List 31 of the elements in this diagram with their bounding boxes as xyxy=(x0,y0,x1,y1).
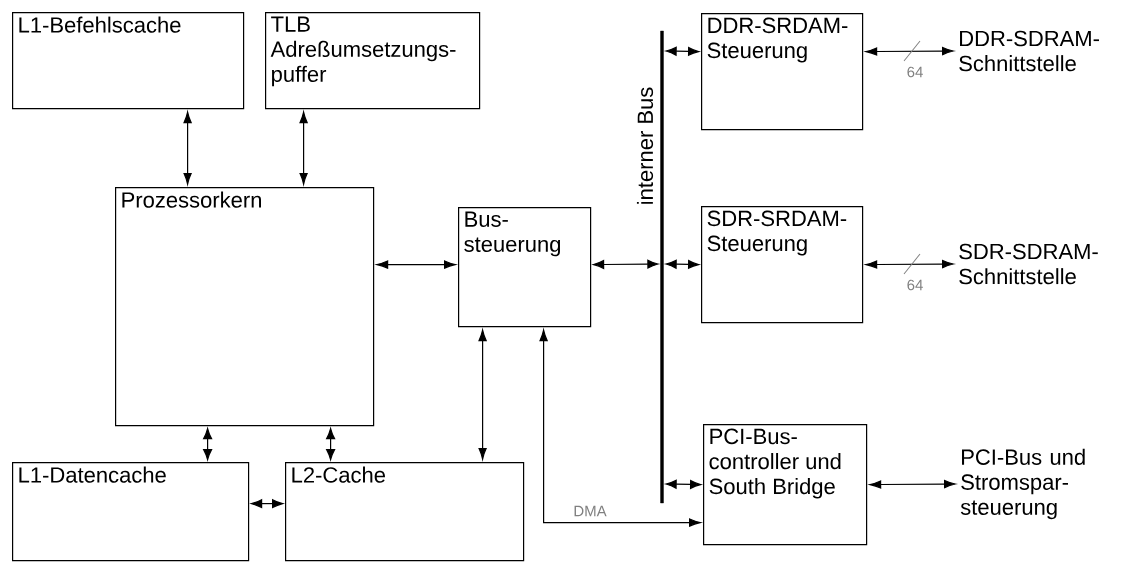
bus-label: interner Bus xyxy=(636,87,654,204)
arrow xyxy=(299,111,308,185)
block-box: SDR-SRDAM- Steuerung xyxy=(701,206,864,324)
block-box: L1-Befehlscache xyxy=(12,12,245,110)
arrow xyxy=(203,428,213,461)
interface-label: PCI-Bus und Stromspar- steuerung xyxy=(960,448,1085,520)
arrow xyxy=(326,428,336,461)
arrow xyxy=(251,499,284,509)
arrow xyxy=(865,46,954,56)
block-box: L1-Datencache xyxy=(12,462,250,562)
arrow xyxy=(539,329,701,527)
interface-label: DDR-SDRAM- Schnittstelle xyxy=(959,30,1099,72)
arrow xyxy=(478,329,487,460)
block-box: PCI-Bus- controller und South Bridge xyxy=(703,424,868,546)
block-box: Bus- steuerung xyxy=(458,207,592,328)
arrow xyxy=(665,46,700,56)
block-box: Prozessorkern xyxy=(115,187,375,427)
arrow xyxy=(665,259,700,269)
arrow xyxy=(183,111,192,185)
block-box: DDR-SRDAM- Steuerung xyxy=(701,13,864,131)
interface-label: SDR-SDRAM- Schnittstelle xyxy=(959,243,1098,285)
arrow xyxy=(865,259,954,269)
block-box: L2-Cache xyxy=(285,462,525,562)
edge-label: 64 xyxy=(907,66,923,78)
edge-label: DMA xyxy=(574,505,607,517)
block-box: TLB Adreßumsetzungs- puffer xyxy=(265,12,481,110)
arrow xyxy=(593,259,659,270)
arrow xyxy=(665,479,702,489)
arrow xyxy=(376,260,456,269)
arrow xyxy=(869,479,956,489)
edge-label: 64 xyxy=(907,279,923,291)
